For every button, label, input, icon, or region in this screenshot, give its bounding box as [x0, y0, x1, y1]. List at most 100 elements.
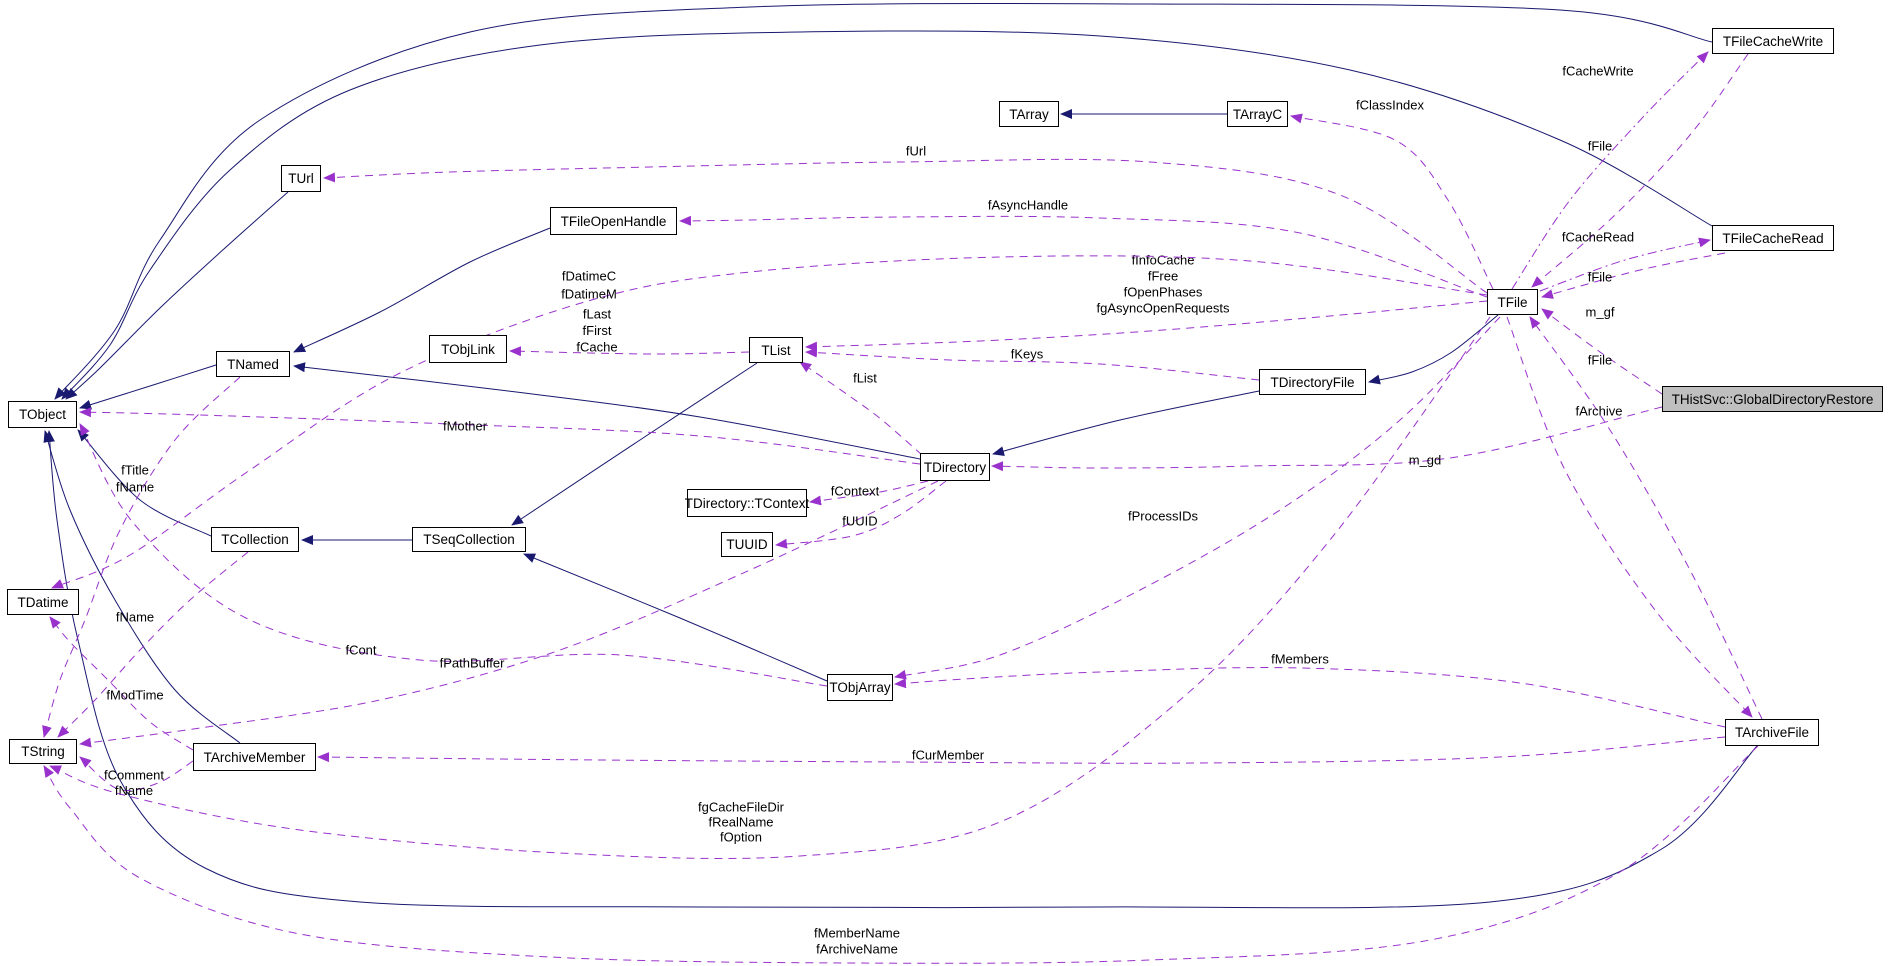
node-TUrl[interactable]: TUrl: [281, 165, 321, 192]
edge-TUrl-to-TObject: [65, 191, 289, 400]
edge-TDirectoryFile-to-TDirectory: [992, 390, 1260, 456]
node-TDatime[interactable]: TDatime: [7, 589, 79, 615]
edge-label-fArchive: fArchive: [1576, 403, 1623, 418]
node-TFileCacheWrite[interactable]: TFileCacheWrite: [1712, 28, 1834, 54]
edge-label-fKeys: fKeys: [1011, 346, 1044, 361]
node-TDirectoryFile[interactable]: TDirectoryFile: [1259, 369, 1366, 395]
edge-label-fDatimeC: fDatimeC: [562, 268, 616, 283]
node-label: TFileCacheRead: [1722, 230, 1824, 246]
node-TCollection[interactable]: TCollection: [211, 527, 299, 552]
node-label: TSeqCollection: [423, 532, 515, 547]
edge-TFile-to-TList: [805, 300, 1488, 352]
node-TFileCacheRead[interactable]: TFileCacheRead: [1712, 225, 1834, 251]
node-TFileOpenHandle[interactable]: TFileOpenHandle: [550, 207, 677, 235]
edge-label-fFirst: fFirst: [583, 323, 612, 338]
edge-TObjArray-to-TSeqCollection: [523, 553, 828, 682]
node-TUUID[interactable]: TUUID: [721, 532, 773, 557]
node-THistSvc: THistSvc::GlobalDirectoryRestore: [1662, 386, 1883, 412]
edge-label-m_gf: m_gf: [1586, 304, 1615, 319]
edge-TDirectory-to-TNamed: [293, 362, 921, 460]
edge-TDirectory-to-TObject: [79, 407, 921, 465]
edge-label-fName: fName: [116, 479, 154, 494]
edge-TArchiveFile-to-TArchiveMember: [317, 736, 1726, 764]
edge-label-fMembers: fMembers: [1271, 651, 1329, 666]
edge-TFileCacheRead-to-TFile: [1541, 252, 1726, 299]
node-TFile[interactable]: TFile: [1487, 289, 1538, 315]
edge-label-fOption: fOption: [720, 829, 762, 844]
node-label: TList: [761, 342, 791, 358]
edge-label-fMemberName: fMemberName: [814, 925, 900, 940]
node-TNamed[interactable]: TNamed: [216, 351, 290, 377]
edge-label-fCacheWrite: fCacheWrite: [1562, 63, 1633, 78]
edge-label-fUUID: fUUID: [842, 513, 877, 528]
edge-TFileCacheWrite-to-TFile: [1531, 53, 1749, 288]
node-label: TFile: [1497, 294, 1528, 310]
node-label: TUUID: [726, 537, 768, 552]
edge-TArchiveFile-to-TObject: [44, 430, 1758, 909]
edge-TFile-to-TArrayC: [1290, 113, 1494, 290]
edge-TCollection-to-TObject: [77, 429, 212, 537]
edge-label-fgCacheFileDir: fgCacheFileDir: [698, 799, 785, 814]
edge-label-fPathBuffer: fPathBuffer: [440, 655, 505, 670]
node-TSeqCollection[interactable]: TSeqCollection: [412, 527, 526, 552]
edge-TArchiveFile-to-TObjArray: [894, 667, 1726, 728]
edge-TCollection-to-TString: [57, 551, 249, 738]
node-TArchiveMember[interactable]: TArchiveMember: [193, 743, 316, 771]
node-label: TObjLink: [441, 341, 495, 357]
edge-TFile-to-TFileCacheWrite: [1511, 51, 1709, 290]
edge-label-fLast: fLast: [583, 306, 612, 321]
edge-label-fContext: fContext: [831, 483, 880, 498]
node-TArray[interactable]: TArray: [999, 101, 1059, 127]
edge-label-fFile: fFile: [1588, 352, 1613, 367]
node-TContext[interactable]: TDirectory::TContext: [684, 489, 810, 517]
node-label: TArchiveFile: [1734, 725, 1809, 740]
edge-TArchiveMember-to-TDatime: [49, 616, 194, 751]
edge-label-fFree: fFree: [1148, 268, 1178, 283]
edge-THistSvc-to-TDirectory: [991, 406, 1663, 472]
edge-THistSvc-to-TFile: [1541, 308, 1663, 395]
node-label: TDirectory::TContext: [684, 495, 810, 511]
edge-TDirectory-to-TUUID: [775, 480, 947, 549]
edge-TList-to-TSeqCollection: [511, 362, 758, 526]
edge-TFile-to-TDirectoryFile: [1368, 314, 1499, 385]
node-TObjArray[interactable]: TObjArray: [827, 674, 893, 701]
edge-label-fMother: fMother: [443, 418, 488, 433]
node-label: TObject: [18, 407, 67, 422]
edge-label-fCont: fCont: [345, 642, 376, 657]
node-TList[interactable]: TList: [749, 337, 803, 363]
node-TString[interactable]: TString: [9, 739, 77, 764]
node-label: TArray: [1009, 106, 1049, 122]
node-label: TNamed: [227, 356, 279, 372]
node-label: THistSvc::GlobalDirectoryRestore: [1671, 391, 1874, 407]
edge-TFile-to-TFileCacheRead: [1539, 237, 1711, 292]
node-TObjLink[interactable]: TObjLink: [429, 335, 507, 363]
node-TArrayC[interactable]: TArrayC: [1227, 101, 1288, 127]
edge-TFile-to-TFileOpenHandle: [679, 215, 1488, 298]
node-label: TDirectory: [923, 459, 987, 475]
node-label: TDirectoryFile: [1270, 374, 1355, 390]
node-label: TFileOpenHandle: [560, 213, 667, 229]
node-label: TUrl: [288, 171, 314, 186]
edge-label-fName: fName: [116, 609, 154, 624]
edge-TList-to-TObjLink: [509, 346, 750, 357]
edge-TArchiveMember-to-TObject: [43, 430, 241, 744]
edge-TFile-to-TString: [49, 316, 1491, 859]
edge-TFileCacheWrite-to-TObject: [54, 2, 1713, 400]
edge-TFile-to-TDatime: [51, 255, 1488, 589]
node-label: TFileCacheWrite: [1722, 33, 1824, 49]
edge-label-fFile: fFile: [1588, 138, 1613, 153]
edge-TArchiveMember-to-TString: [79, 756, 194, 792]
edge-label-fClassIndex: fClassIndex: [1356, 97, 1424, 112]
node-TObject[interactable]: TObject: [8, 401, 77, 428]
edge-label-fCurMember: fCurMember: [912, 747, 985, 762]
node-label: TArchiveMember: [203, 749, 306, 765]
node-TDirectory[interactable]: TDirectory: [920, 453, 990, 481]
edge-label-fTitle: fTitle: [121, 462, 149, 477]
edge-TDirectory-to-TString: [79, 480, 939, 748]
edge-TFileOpenHandle-to-TNamed: [293, 227, 551, 353]
edge-label-fArchiveName: fArchiveName: [816, 941, 898, 956]
node-TArchiveFile[interactable]: TArchiveFile: [1725, 719, 1819, 746]
edge-TDirectory-to-TContext: [809, 480, 929, 506]
